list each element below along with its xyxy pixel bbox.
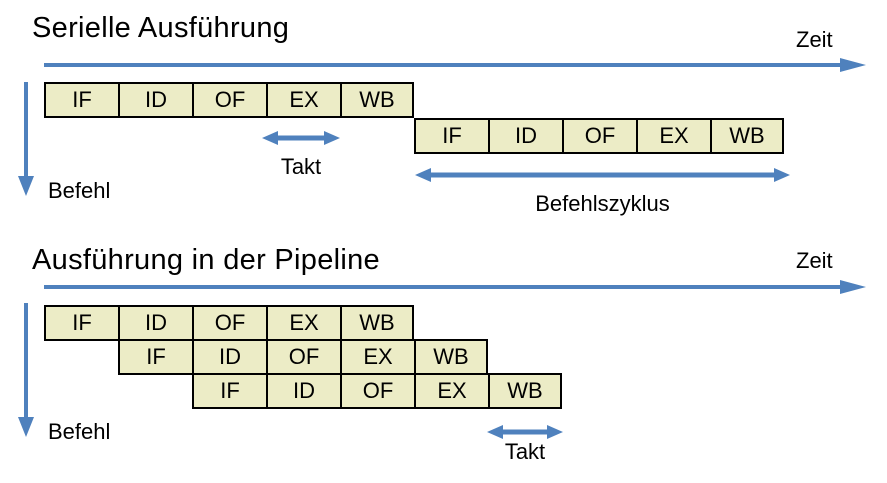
stage-cell-wb: WB (710, 118, 784, 154)
stage-cell-id: ID (118, 82, 192, 118)
stage-cell-if: IF (118, 339, 192, 375)
stage-cell-of: OF (192, 305, 266, 341)
serial-instruction1-row: IF ID OF EX WB (44, 82, 414, 118)
pipeline-clock-label: Takt (504, 439, 546, 464)
serial-cycle-span-arrow-icon (415, 168, 790, 182)
stage-cell-if: IF (414, 118, 488, 154)
serial-instruction-axis-arrow-icon (18, 82, 34, 196)
stage-cell-ex: EX (636, 118, 710, 154)
stage-cell-ex: EX (414, 373, 488, 409)
pipeline-instruction1-row: IF ID OF EX WB (44, 305, 414, 341)
stage-cell-id: ID (118, 305, 192, 341)
serial-clock-span-arrow-icon (262, 131, 340, 145)
stage-cell-wb: WB (340, 82, 414, 118)
stage-cell-id: ID (266, 373, 340, 409)
pipeline-time-axis-arrow-icon (44, 280, 866, 294)
serial-section-title: Serielle Ausführung (32, 12, 290, 44)
stage-cell-id: ID (192, 339, 266, 375)
stage-cell-if: IF (44, 82, 118, 118)
pipeline-instruction3-row: IF ID OF EX WB (192, 373, 562, 409)
stage-cell-of: OF (562, 118, 636, 154)
pipeline-instruction-axis-label: Befehl (48, 419, 111, 444)
stage-cell-wb: WB (340, 305, 414, 341)
pipeline-instruction2-row: IF ID OF EX WB (118, 339, 488, 375)
serial-instruction2-row: IF ID OF EX WB (414, 118, 784, 154)
stage-cell-if: IF (44, 305, 118, 341)
pipeline-time-axis-label: Zeit (796, 248, 833, 273)
stage-cell-ex: EX (266, 305, 340, 341)
stage-cell-ex: EX (266, 82, 340, 118)
pipeline-clock-span-arrow-icon (487, 425, 563, 439)
pipeline-section-title: Ausführung in der Pipeline (32, 244, 380, 276)
serial-cycle-label: Befehlszyklus (535, 191, 670, 216)
pipeline-instruction-axis-arrow-icon (18, 303, 34, 437)
stage-cell-wb: WB (488, 373, 562, 409)
stage-cell-of: OF (340, 373, 414, 409)
serial-clock-label: Takt (280, 154, 322, 179)
stage-cell-wb: WB (414, 339, 488, 375)
stage-cell-of: OF (192, 82, 266, 118)
stage-cell-if: IF (192, 373, 266, 409)
stage-cell-of: OF (266, 339, 340, 375)
serial-time-axis-arrow-icon (44, 58, 866, 72)
serial-instruction-axis-label: Befehl (48, 178, 111, 203)
serial-time-axis-label: Zeit (796, 27, 833, 52)
stage-cell-id: ID (488, 118, 562, 154)
stage-cell-ex: EX (340, 339, 414, 375)
